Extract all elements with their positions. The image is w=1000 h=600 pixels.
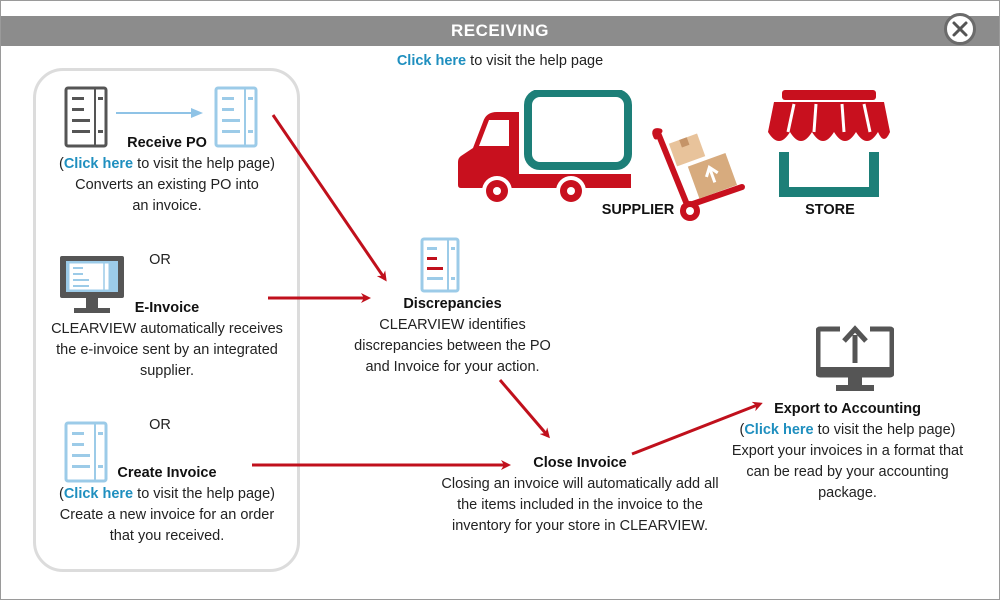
close-to-export-arrow	[631, 401, 763, 456]
close-invoice-title: Close Invoice	[533, 455, 627, 471]
invoice-icon	[214, 86, 258, 148]
receive-po-description: Converts an existing PO into an invoice.	[75, 177, 259, 214]
store-icon	[768, 90, 890, 197]
page-title: RECEIVING	[450, 21, 550, 40]
purchase-order-icon	[64, 86, 108, 148]
close-invoice-block: Close Invoice Closing an invoice will au…	[440, 453, 720, 537]
create-invoice-icon	[64, 421, 108, 483]
export-title: Export to Accounting	[774, 401, 921, 417]
entry-options-panel	[33, 68, 300, 572]
store-label: STORE	[805, 202, 855, 218]
supplier-label: SUPPLIER	[601, 202, 675, 218]
discrepancies-description: CLEARVIEW identifies discrepancies betwe…	[354, 317, 551, 375]
top-help-link[interactable]: Click here	[396, 53, 467, 69]
export-monitor-icon	[816, 325, 894, 391]
e-invoice-title: E-Invoice	[134, 300, 200, 316]
e-invoice-description: CLEARVIEW automatically receives the e-i…	[51, 321, 283, 379]
discrepancies-block: Discrepancies CLEARVIEW identifies discr…	[345, 294, 560, 378]
or-divider-2: OR	[149, 417, 171, 433]
truck-icon	[458, 90, 632, 206]
receive-po-help-link[interactable]: Click here	[63, 156, 134, 172]
create-invoice-title: Create Invoice	[117, 465, 217, 481]
receive-po-to-discrepancies-arrow	[271, 114, 387, 282]
e-invoice-block: E-Invoice CLEARVIEW automatically receiv…	[36, 298, 298, 382]
discrepancies-title: Discrepancies	[403, 296, 502, 312]
hand-truck-icon	[652, 128, 745, 221]
close-button[interactable]	[944, 13, 976, 45]
export-description: Export your invoices in a format that ca…	[731, 443, 964, 501]
create-invoice-help-link[interactable]: Click here	[63, 486, 134, 502]
close-icon	[952, 21, 968, 37]
top-help-text: Click here to visit the help page	[396, 53, 604, 69]
create-invoice-description: Create a new invoice for an order that y…	[59, 507, 275, 544]
title-bar: RECEIVING	[1, 16, 999, 46]
export-help-link[interactable]: Click here	[744, 422, 814, 438]
export-block: Export to Accounting (Click here to visi…	[720, 399, 975, 504]
close-invoice-description: Closing an invoice will automatically ad…	[441, 476, 719, 534]
discrepancies-to-close-arrow	[498, 379, 550, 439]
discrepancy-document-icon	[420, 237, 460, 293]
receive-po-title: Receive PO	[127, 135, 207, 151]
receive-po-block: Receive PO (Click here to visit the help…	[36, 133, 298, 217]
e-invoice-monitor-icon	[60, 256, 124, 313]
or-divider-1: OR	[149, 252, 171, 268]
create-invoice-block: Create Invoice (Click here to visit the …	[36, 463, 298, 547]
